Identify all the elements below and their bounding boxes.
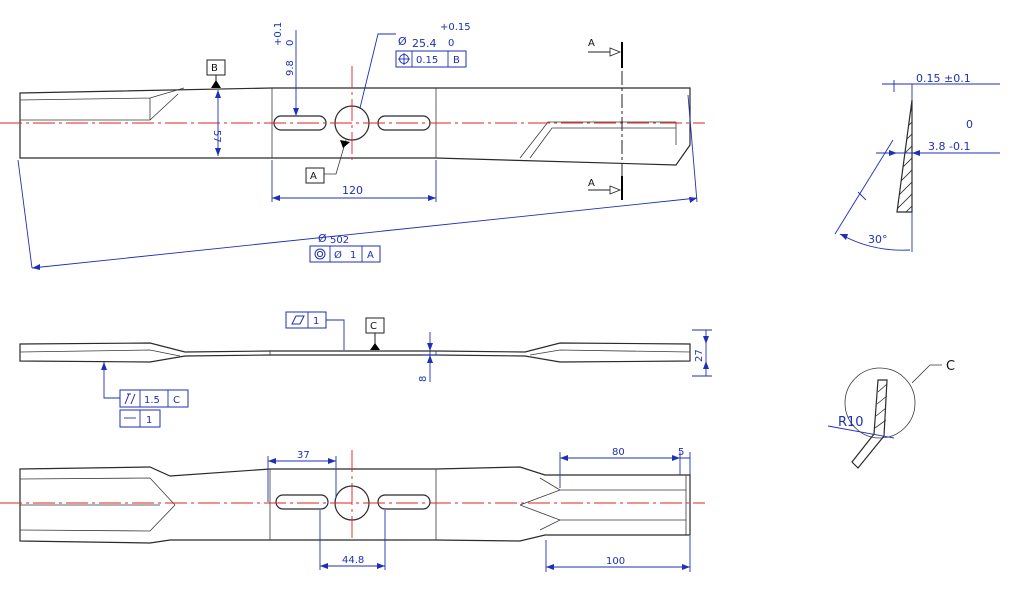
svg-text:1: 1 <box>313 316 319 327</box>
dim-bore-tol-bottom: 0 <box>448 38 454 49</box>
side-blade-outline <box>19 342 691 363</box>
datum-b-label: B <box>211 63 218 74</box>
svg-text:1: 1 <box>350 250 356 261</box>
svg-text:B: B <box>453 55 460 66</box>
fcf-flatness: 1 <box>285 311 345 350</box>
dim-bore-tol-top: +0.15 <box>440 22 471 33</box>
svg-text:1.5: 1.5 <box>144 395 160 406</box>
dim-edge-zero: 0 <box>966 118 973 131</box>
svg-text:A: A <box>367 250 374 261</box>
section-label-top: A <box>588 38 595 49</box>
dim-angle: 30° <box>868 233 888 246</box>
svg-text:C: C <box>173 395 180 406</box>
dim-edge-thick: 3.8 -0.1 <box>928 140 970 153</box>
dim-bore-dia-symbol: Ø <box>398 35 407 48</box>
dim-radius: R10 <box>838 415 864 430</box>
top-view: A A B 57 +0.1 0 9.8 Ø 25.4 +0.15 0 <box>0 22 705 270</box>
side-view: 1 C 8 27 1.5 C <box>19 311 712 428</box>
concentricity-icon <box>314 248 326 260</box>
bottom-slot-right <box>377 494 431 510</box>
detail-circle <box>844 367 916 439</box>
datum-c-label: C <box>370 321 377 332</box>
top-right-edge <box>519 121 677 159</box>
dim-height-27: 27 <box>694 349 705 362</box>
top-blade-outline <box>19 87 691 166</box>
fcf-total-runout: 1.5 C <box>119 389 189 408</box>
svg-text:0.15: 0.15 <box>416 55 438 66</box>
dim-tip-100: 100 <box>606 556 625 567</box>
dim-thickness: 57 <box>211 130 222 143</box>
detail-label: C <box>946 359 955 374</box>
detail-c: C R10 <box>827 359 955 469</box>
svg-text:1: 1 <box>146 415 152 426</box>
fcf-bore-position: 0.15 B <box>395 50 467 68</box>
dim-bore-dia: 25.4 <box>412 37 437 50</box>
top-left-edge <box>19 87 185 121</box>
dim-length-dia: 502 <box>330 235 349 246</box>
dim-bore-pos-value: 9.8 <box>285 60 296 76</box>
section-label-bottom: A <box>588 178 595 189</box>
dim-slot-spacing: 37 <box>297 450 310 461</box>
section-aa-detail: 0.15 ±0.1 0 3.8 -0.1 30° <box>834 72 1000 252</box>
dim-edge-tol-top: 0.15 ±0.1 <box>916 72 971 85</box>
svg-text:Ø: Ø <box>334 249 342 261</box>
dim-bore-pos-tol-top: +0.1 <box>273 22 284 46</box>
dim-tip-5: 5 <box>678 447 684 458</box>
bottom-view: 37 44.8 80 5 100 <box>0 447 705 572</box>
fcf-straightness: 1 <box>119 409 161 428</box>
dim-center-width: 120 <box>342 184 363 197</box>
bottom-blade-outline <box>19 466 691 544</box>
dim-tip-80: 80 <box>612 447 625 458</box>
dim-slot-center: 44.8 <box>342 555 364 566</box>
fcf-runout: Ø 1 A <box>309 245 381 263</box>
dim-bore-pos-tol-bottom: 0 <box>285 40 296 46</box>
flatness-icon <box>291 315 305 325</box>
datum-a-label: A <box>310 171 317 182</box>
bottom-slot-left <box>275 494 329 510</box>
dim-length-dia-symbol: Ø <box>318 232 327 245</box>
section-profile <box>896 99 913 213</box>
dim-height-8: 8 <box>418 376 429 382</box>
total-runout-icon <box>124 393 136 405</box>
